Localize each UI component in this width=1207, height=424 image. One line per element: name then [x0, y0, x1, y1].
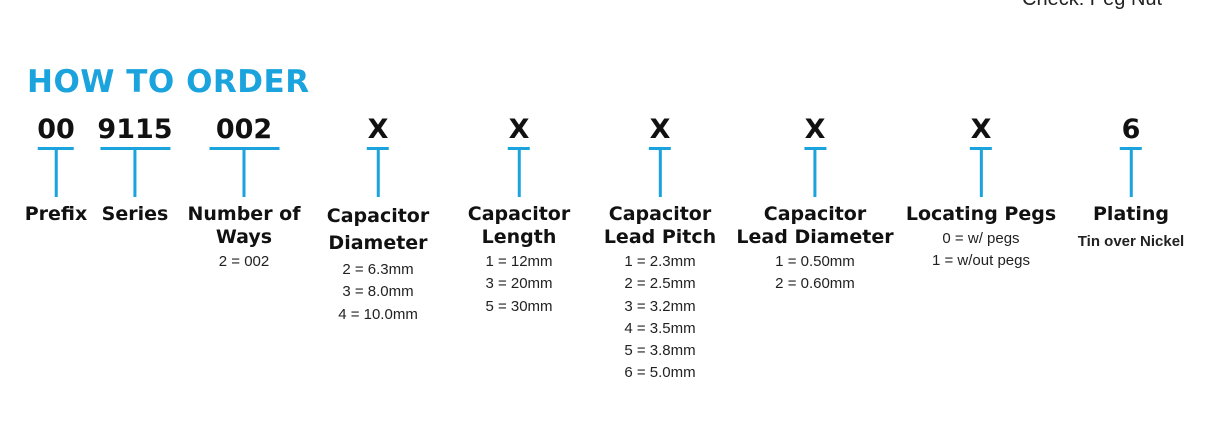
segment-code: 6: [1121, 114, 1141, 145]
segment-locating-pegs: X Locating Pegs 0 = w/ pegs 1 = w/out pe…: [906, 113, 1056, 273]
segment-code: X: [970, 114, 992, 145]
option-item: 3 = 8.0mm: [342, 283, 414, 301]
segment-capacitor-diameter: X Capacitor Diameter 2 = 6.3mm 3 = 8.0mm…: [327, 113, 429, 326]
segment-label: Capacitor Diameter: [326, 205, 430, 254]
segment-label: Prefix: [24, 203, 88, 225]
segment-label: Plating: [1093, 203, 1169, 225]
option-item: 6 = 5.0mm: [624, 364, 696, 382]
segment-code: 9115: [97, 114, 173, 145]
segment-label: Locating Pegs: [905, 203, 1057, 225]
tee-connector: [100, 147, 170, 197]
option-list: 1 = 2.3mm 2 = 2.5mm 3 = 3.2mm 4 = 3.5mm …: [624, 251, 695, 385]
option-item: 5 = 30mm: [485, 297, 553, 315]
segment-label: Capacitor Length: [467, 203, 571, 248]
segment-label: Number of Ways: [187, 203, 301, 248]
option-item: 3 = 20mm: [485, 275, 553, 293]
segment-plating: 6 Plating Tin over Nickel: [1078, 113, 1184, 250]
tee-connector: [367, 147, 389, 197]
option-list: 1 = 0.50mm 2 = 0.60mm: [775, 251, 855, 296]
segment-code: X: [367, 114, 389, 145]
segment-capacitor-lead-diameter: X Capacitor Lead Diameter 1 = 0.50mm 2 =…: [736, 113, 893, 296]
option-item: 1 = 0.50mm: [775, 253, 855, 270]
tee-connector: [649, 147, 671, 197]
tee-connector: [38, 147, 74, 197]
option-item: 2 = 6.3mm: [342, 261, 414, 278]
cropped-top-text: Check: Peg Nut: [1022, 0, 1162, 11]
option-item: 1 = w/out pegs: [932, 252, 1030, 270]
segment-code: X: [508, 114, 530, 145]
option-list: 2 = 002: [219, 251, 269, 273]
option-item: 3 = 3.2mm: [624, 297, 696, 315]
segment-label: Capacitor Lead Diameter: [736, 203, 894, 248]
segment-capacitor-lead-pitch: X Capacitor Lead Pitch 1 = 2.3mm 2 = 2.5…: [604, 113, 716, 385]
tee-connector: [803, 147, 826, 197]
plating-note: Tin over Nickel: [1077, 233, 1185, 250]
tee-connector: [209, 147, 279, 197]
segment-capacitor-length: X Capacitor Length 1 = 12mm 3 = 20mm 5 =…: [468, 113, 570, 318]
option-list: 1 = 12mm 3 = 20mm 5 = 30mm: [485, 251, 552, 318]
option-item: 4 = 10.0mm: [338, 305, 418, 323]
option-list: 2 = 6.3mm 3 = 8.0mm 4 = 10.0mm: [338, 259, 418, 326]
segment-code: 002: [215, 114, 273, 145]
option-item: 0 = w/ pegs: [942, 230, 1020, 247]
segment-label: Capacitor Lead Pitch: [603, 203, 717, 248]
option-list: 0 = w/ pegs 1 = w/out pegs: [932, 228, 1030, 273]
tee-connector: [508, 147, 530, 197]
option-item: 1 = 12mm: [485, 253, 553, 270]
option-item: 2 = 2.5mm: [624, 275, 696, 293]
option-item: 4 = 3.5mm: [624, 319, 696, 337]
tee-connector: [970, 147, 992, 197]
tee-connector: [1120, 147, 1142, 197]
segment-prefix: 00 Prefix: [25, 113, 88, 226]
option-item: 1 = 2.3mm: [624, 253, 696, 270]
segment-number-of-ways: 002 Number of Ways 2 = 002: [187, 113, 300, 273]
segment-code: X: [649, 114, 671, 145]
option-item: 2 = 0.60mm: [775, 275, 855, 293]
segment-label: Series: [101, 203, 169, 225]
how-to-order-heading: HOW TO ORDER: [27, 64, 310, 100]
segment-series: 9115 Series: [97, 113, 172, 226]
option-item: 2 = 002: [218, 253, 270, 270]
segment-code: 00: [37, 114, 75, 145]
segment-code: X: [804, 114, 826, 145]
option-item: 5 = 3.8mm: [624, 342, 696, 360]
